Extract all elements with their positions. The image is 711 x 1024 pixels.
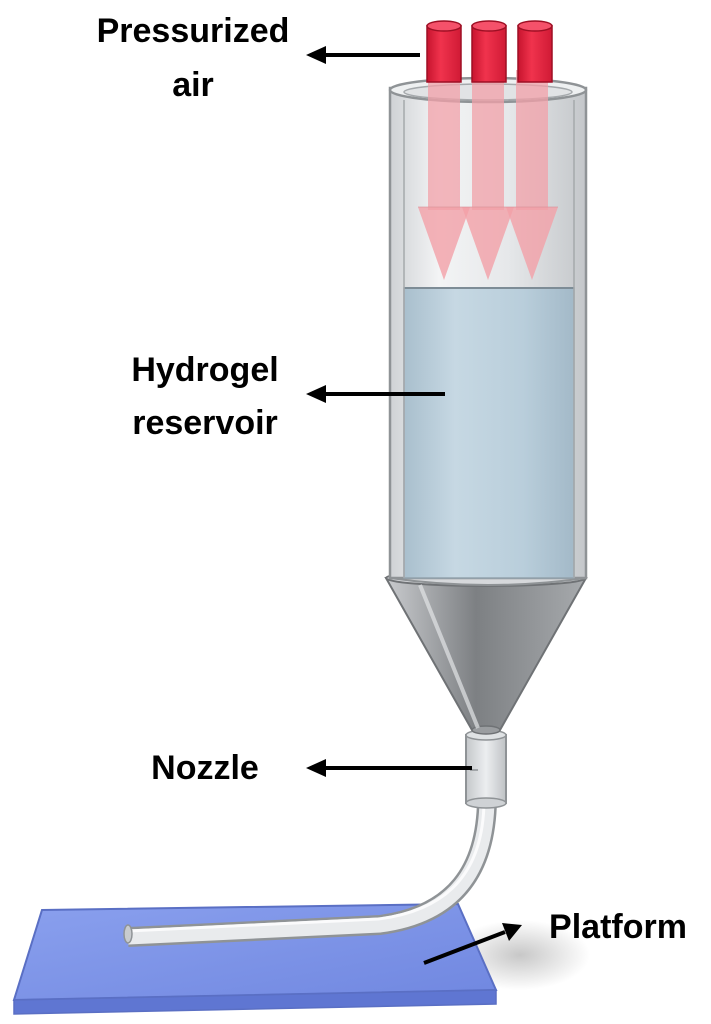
labels: Pressurized air Hydrogel reservoir Nozzl… [97, 12, 687, 946]
hydrogel-fill [403, 287, 575, 579]
label-platform: Platform [549, 908, 687, 946]
leader-arrows [306, 46, 522, 965]
air-flow-arrows [418, 70, 558, 280]
reservoir-cone [384, 569, 588, 735]
extruded-filament [123, 799, 497, 947]
pressurized-air-arrow [306, 46, 420, 64]
air-inlet-tube-left [426, 20, 462, 83]
hydrogel-arrow [306, 385, 445, 403]
label-pressurized-air-line1: Pressurized [97, 12, 290, 50]
label-pressurized-air-line2: air [172, 66, 214, 104]
label-hydrogel-line1: Hydrogel [131, 351, 278, 389]
label-hydrogel-line2: reservoir [132, 404, 278, 442]
air-inlet-tubes [426, 20, 553, 83]
air-inlet-tube-right [517, 20, 553, 83]
platform-arrow [423, 923, 522, 965]
label-nozzle: Nozzle [151, 749, 259, 787]
air-inlet-tube-middle [471, 20, 507, 83]
platform-front-edge [13, 989, 497, 1015]
nozzle-arrow [306, 759, 472, 777]
